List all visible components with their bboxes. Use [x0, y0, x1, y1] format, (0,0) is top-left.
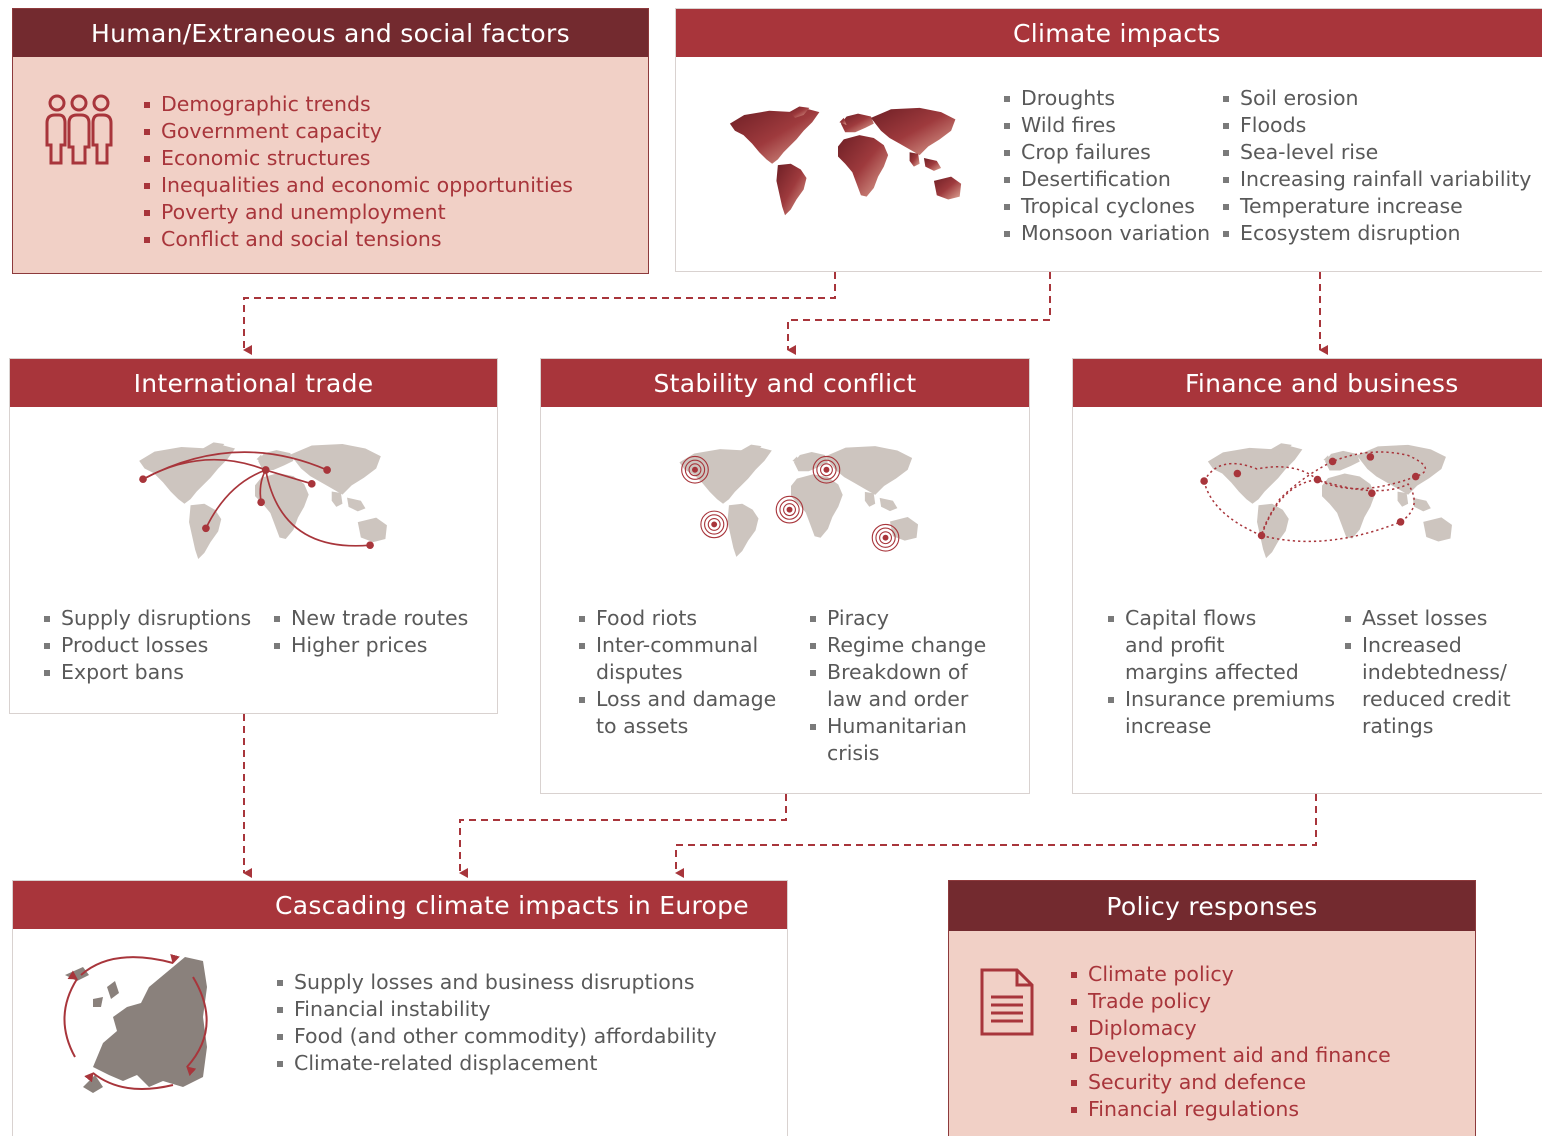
trade-routes-map-icon	[139, 442, 387, 559]
list-item: Soil erosion	[1221, 85, 1531, 112]
connector-climate-to-stability	[787, 272, 1051, 355]
trade-list-col1: Supply disruptions Product losses Export…	[42, 605, 251, 686]
list-item: Product losses	[42, 632, 251, 659]
list-item: Inequalities and economic opportunities	[142, 172, 573, 199]
list-item: Food (and other commodity) affordability	[275, 1023, 717, 1050]
climate-list-col1: Droughts Wild fires Crop failures Desert…	[1002, 85, 1210, 247]
list-item: Crop failures	[1002, 139, 1210, 166]
document-icon	[980, 968, 1034, 1036]
list-item: Higher prices	[272, 632, 468, 659]
connector-climate-to-trade	[243, 272, 836, 355]
conflict-hotspots-map-icon	[679, 444, 919, 557]
climate-list-col2: Soil erosion Floods Sea-level rise Incre…	[1221, 85, 1531, 247]
europe-list: Supply losses and business disruptions F…	[275, 969, 717, 1077]
human-factors-title: Human/Extraneous and social factors	[13, 9, 648, 57]
list-item: Food riots	[577, 605, 776, 632]
list-item: New trade routes	[272, 605, 468, 632]
list-item: Financial regulations	[1069, 1096, 1391, 1123]
list-item: Increasing rainfall variability	[1221, 166, 1531, 193]
list-item: Piracy	[808, 605, 986, 632]
europe-map-icon	[63, 953, 208, 1093]
list-item: Supply disruptions	[42, 605, 251, 632]
list-item: Sea-level rise	[1221, 139, 1531, 166]
climate-impacts-panel: Climate impacts Droughts Wild fires Crop…	[675, 8, 1542, 272]
climate-impacts-title: Climate impacts	[676, 9, 1542, 57]
trade-list-col2: New trade routes Higher prices	[272, 605, 468, 659]
connector-finance-to-europe	[675, 794, 1317, 878]
international-trade-panel: International trade Supply disruptions P…	[9, 358, 498, 714]
list-item: Economic structures	[142, 145, 573, 172]
policy-responses-panel: Policy responses Climate policy Trade po…	[948, 880, 1476, 1136]
list-item: Financial instability	[275, 996, 717, 1023]
human-factors-panel: Human/Extraneous and social factors Demo…	[12, 8, 649, 274]
list-item: Climate-related displacement	[275, 1050, 717, 1077]
list-item: Temperature increase	[1221, 193, 1531, 220]
europe-impacts-title: Cascading climate impacts in Europe	[13, 881, 787, 929]
list-item: Droughts	[1002, 85, 1210, 112]
stability-conflict-panel: Stability and conflict Food riots Inter-…	[540, 358, 1030, 794]
list-item: Demographic trends	[142, 91, 573, 118]
list-item: Monsoon variation	[1002, 220, 1210, 247]
international-trade-title: International trade	[10, 359, 497, 407]
connector-stability-to-europe	[459, 794, 787, 878]
people-icon	[45, 94, 113, 165]
finance-business-title: Finance and business	[1073, 359, 1542, 407]
list-item: Poverty and unemployment	[142, 199, 573, 226]
list-item: Ecosystem disruption	[1221, 220, 1531, 247]
europe-impacts-panel: Cascading climate impacts in Europe Supp…	[12, 880, 788, 1136]
list-item: Asset losses	[1343, 605, 1511, 632]
policy-list: Climate policy Trade policy Diplomacy De…	[1069, 961, 1391, 1123]
list-item: Regime change	[808, 632, 986, 659]
list-item: Supply losses and business disruptions	[275, 969, 717, 996]
list-item: Conflict and social tensions	[142, 226, 573, 253]
human-factors-list: Demographic trends Government capacity E…	[142, 91, 573, 253]
list-item: Security and defence	[1069, 1069, 1391, 1096]
stability-conflict-title: Stability and conflict	[541, 359, 1029, 407]
list-item: Development aid and finance	[1069, 1042, 1391, 1069]
policy-responses-title: Policy responses	[949, 881, 1475, 931]
list-item: Trade policy	[1069, 988, 1391, 1015]
list-item: Wild fires	[1002, 112, 1210, 139]
list-item: Government capacity	[142, 118, 573, 145]
list-item: Climate policy	[1069, 961, 1391, 988]
list-item: Floods	[1221, 112, 1531, 139]
world-map-icon	[729, 106, 962, 216]
financial-network-map-icon	[1200, 443, 1452, 559]
list-item: Diplomacy	[1069, 1015, 1391, 1042]
list-item: Tropical cyclones	[1002, 193, 1210, 220]
list-item: Export bans	[42, 659, 251, 686]
list-item: Desertification	[1002, 166, 1210, 193]
